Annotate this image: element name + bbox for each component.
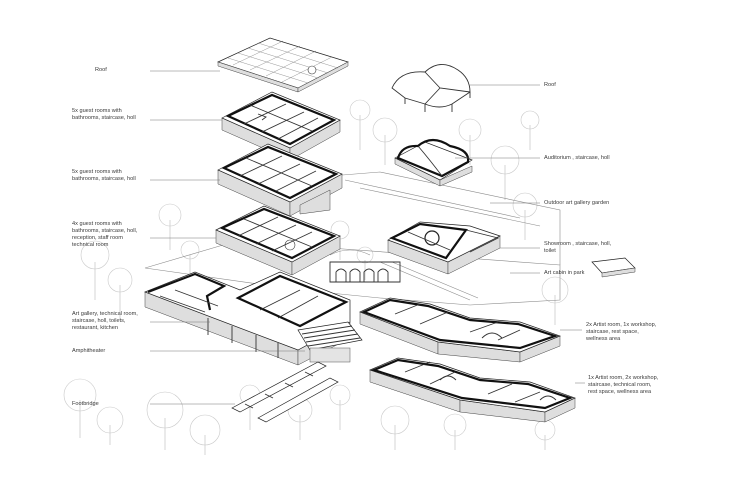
forest-background [63,99,569,455]
label-art-cabin: Art cabin in park [544,270,585,276]
annotation-leaders [150,70,585,405]
label-roof-right: Roof [544,82,556,88]
guest-floor-middle [217,143,343,217]
label-footbridge: Footbridge [72,401,99,407]
arches-wall [329,261,401,283]
amphitheater [297,321,363,363]
auditorium [394,138,473,187]
auditorium-roof [391,64,471,112]
showroom [387,221,501,275]
artist-block-upper [359,297,561,363]
label-auditorium: Auditorium , staircase, holl [544,155,610,161]
artist-block-lower [369,357,576,423]
label-roof-left: Roof [95,67,107,73]
guest-floor-lower [215,205,341,276]
label-guest-rooms-lower: 4x guest rooms with bathrooms, staircase… [72,221,138,248]
label-showroom: Showroom , staircase, holl, toilet [544,241,612,254]
label-guest-rooms-middle: 5x guest rooms with bathrooms, staircase… [72,169,136,182]
label-artist-room-1x: 1x Artist room, 2x workshop, staircase, … [588,375,659,395]
label-guest-rooms-top: 5x guest rooms with bathrooms, staircase… [72,108,136,121]
label-amphitheater: Amphitheater [72,348,106,354]
label-artist-room-2x: 2x Artist room, 1x workshop, staircase, … [586,322,657,342]
label-outdoor-gallery: Outdoor art gallery garden [544,200,610,206]
art-cabin [591,257,636,278]
label-art-gallery: Art gallery, technical room, staircase, … [72,311,138,331]
main-building-roof [217,37,349,93]
footbridge [231,361,339,423]
